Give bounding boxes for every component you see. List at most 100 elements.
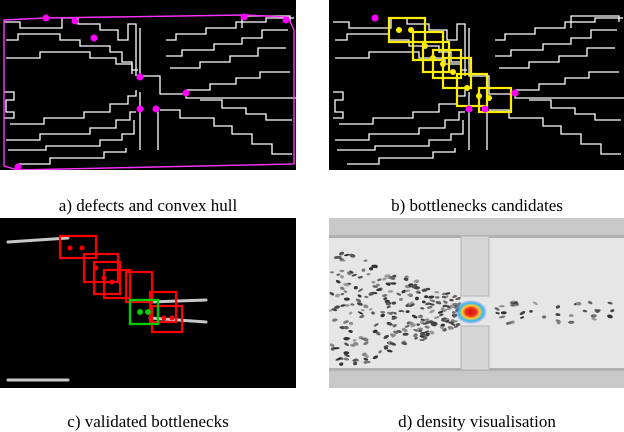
pedestrian: [510, 304, 516, 307]
pedestrian: [371, 311, 375, 315]
pedestrian: [434, 291, 440, 294]
pedestrian: [329, 343, 335, 347]
pedestrian: [339, 362, 344, 366]
pedestrian: [361, 352, 367, 356]
pedestrian: [422, 300, 426, 304]
pedestrian: [532, 301, 538, 306]
pedestrian: [363, 304, 369, 309]
pedestrian: [363, 259, 368, 262]
pedestrian: [499, 315, 506, 319]
rejected-box: [124, 270, 154, 304]
pedestrian: [340, 304, 345, 307]
pedestrian: [415, 296, 419, 301]
pedestrian: [349, 253, 356, 258]
pedestrian: [425, 320, 430, 325]
pedestrian: [389, 276, 396, 280]
pedestrian: [450, 319, 455, 322]
pedestrian: [445, 305, 451, 308]
pedestrian: [343, 325, 349, 330]
candidate-box: [431, 48, 463, 80]
pedestrian: [409, 321, 414, 326]
candidate-point: [464, 85, 470, 91]
pedestrian: [349, 322, 354, 326]
pedestrian: [404, 284, 410, 289]
pedestrian: [390, 311, 394, 315]
pedestrian: [343, 336, 350, 341]
pedestrian: [429, 299, 436, 303]
rejected-box: [92, 260, 122, 296]
pedestrian: [455, 323, 461, 327]
rejected-box: [150, 304, 184, 334]
pedestrian: [416, 323, 420, 326]
pedestrian: [437, 310, 444, 314]
pedestrian: [369, 267, 374, 271]
pedestrian: [529, 310, 533, 313]
defect-point: [371, 14, 379, 22]
pedestrian: [442, 309, 447, 313]
defect-point: [511, 89, 519, 97]
candidate-point: [396, 27, 402, 33]
pedestrian: [542, 315, 547, 319]
pedestrian: [555, 319, 562, 323]
pedestrian: [405, 310, 410, 314]
panel-defects-convex-hull: [0, 0, 296, 170]
pedestrian: [353, 285, 358, 290]
rejected-box: [102, 268, 132, 300]
pedestrian: [402, 332, 409, 336]
pedestrian: [330, 271, 334, 274]
defect-point: [182, 89, 190, 97]
pedestrian: [455, 296, 461, 301]
pedestrian: [357, 276, 363, 279]
pedestrian: [505, 321, 512, 325]
pedestrian: [373, 323, 379, 327]
defects-figure: [0, 0, 296, 170]
pedestrian: [494, 307, 500, 311]
pedestrian: [610, 309, 615, 313]
pedestrian: [591, 317, 597, 321]
pedestrian: [348, 311, 353, 315]
pedestrian: [349, 270, 354, 274]
bottom-wall: [329, 370, 624, 388]
candidate-box: [387, 16, 427, 44]
pedestrian: [590, 314, 597, 318]
pedestrian: [380, 313, 385, 318]
pedestrian: [340, 275, 344, 279]
defect-point: [90, 34, 98, 42]
pedestrian: [411, 314, 418, 319]
pedestrian: [359, 315, 365, 319]
bottleneck-point: [169, 315, 175, 321]
pedestrian: [587, 300, 593, 305]
pedestrian: [384, 274, 391, 278]
pedestrian: [403, 277, 409, 281]
pedestrian: [336, 273, 341, 276]
defect-point: [240, 13, 248, 21]
pedestrian: [413, 328, 419, 332]
defect-point: [481, 105, 489, 113]
pedestrian: [453, 325, 459, 328]
defect-point: [152, 105, 160, 113]
pedestrian: [441, 317, 447, 320]
pedestrian: [425, 302, 431, 306]
pedestrian: [433, 316, 440, 319]
pedestrian: [376, 288, 382, 291]
pedestrian: [380, 310, 386, 314]
wall-segments: [6, 236, 208, 382]
pedestrian: [437, 300, 441, 304]
pedestrian-crowd: [329, 251, 615, 366]
pedestrian: [368, 308, 373, 311]
defect-point: [136, 73, 144, 81]
pedestrian: [413, 279, 419, 283]
corridor-contours: [333, 15, 624, 165]
candidate-point: [422, 43, 428, 49]
candidate-box: [477, 86, 513, 114]
rejected-box: [82, 252, 120, 284]
candidate-point: [486, 95, 492, 101]
candidate-point: [450, 69, 456, 75]
pedestrian: [360, 337, 365, 340]
panel-density-visualisation: [329, 218, 624, 388]
pedestrian: [392, 324, 397, 328]
pedestrian: [409, 303, 415, 307]
pedestrian: [344, 253, 350, 257]
pedestrian: [353, 342, 359, 346]
caption-a: a) defects and convex hull: [58, 196, 238, 215]
